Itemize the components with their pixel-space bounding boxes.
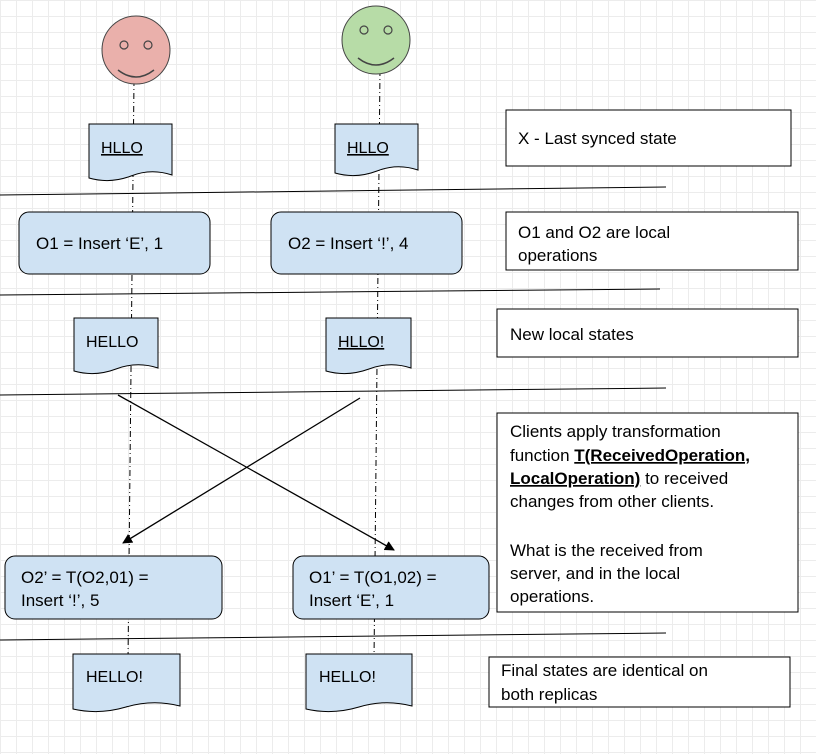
note-transform-line7: operations. [510,587,594,606]
note-local-ops-line2: operations [518,246,597,265]
client-2-face-icon [341,5,411,75]
note-transform-line6: server, and in the local [510,564,680,583]
note-transform-line4: changes from other clients. [510,492,714,511]
note-transform-line2a: function [510,446,574,465]
arrow-o2-to-client-1 [122,397,361,544]
doc-client-1-local-text: HELLO [86,334,138,351]
doc-client-2-local: HLLO! [325,317,412,375]
op-o2-text: O2 = Insert ‘!’, 4 [288,234,408,253]
note-transform-line3a: LocalOperation) [510,469,640,488]
doc-client-2-initial-text: HLLO [347,140,389,157]
note-transform-line3b: to received [640,469,728,488]
op-o1-transformed-box: O1’ = T(O1,02) = Insert ‘E’, 1 [292,555,490,620]
divider-3 [0,387,667,396]
client-1-face-icon [101,15,171,85]
doc-client-1-initial-text: HLLO [101,140,143,157]
note-transform-line3: LocalOperation) to received [510,469,728,488]
note-transform: Clients apply transformation function T(… [496,412,799,613]
divider-2 [0,288,661,296]
note-local-ops: O1 and O2 are local operations [505,211,799,271]
doc-client-1-final: HELLO! [72,653,181,713]
op-o2-box: O2 = Insert ‘!’, 4 [270,211,463,275]
doc-client-2-final-text: HELLO! [319,669,376,686]
op-o1-box: O1 = Insert ‘E’, 1 [18,211,211,275]
op-o2-transformed-line1: O2’ = T(O2,01) = [21,568,149,587]
op-o2-transformed-box: O2’ = T(O2,01) = Insert ‘!’, 5 [4,555,223,620]
note-final: Final states are identical on both repli… [488,656,791,708]
divider-1 [0,186,667,196]
divider-4 [0,632,667,641]
note-final-line2: both replicas [501,685,597,704]
arrow-o1-to-client-2 [117,394,395,551]
note-last-synced-text: X - Last synced state [518,129,677,148]
doc-client-1-final-text: HELLO! [86,669,143,686]
note-local-ops-line1: O1 and O2 are local [518,223,670,242]
op-o1-text: O1 = Insert ‘E’, 1 [36,234,163,253]
note-transform-line2: function T(ReceivedOperation, [510,446,750,465]
note-new-states: New local states [496,308,799,358]
note-transform-line5: What is the received from [510,541,703,560]
note-new-states-text: New local states [510,325,634,344]
op-o1-transformed-line2: Insert ‘E’, 1 [309,591,394,610]
note-transform-line2b: T(ReceivedOperation, [574,446,750,465]
op-o2-transformed-line2: Insert ‘!’, 5 [21,591,99,610]
op-o1-transformed-line1: O1’ = T(O1,02) = [309,568,437,587]
note-final-line1: Final states are identical on [501,661,708,680]
doc-client-2-initial: HLLO [334,123,419,177]
doc-client-1-initial: HLLO [88,123,173,182]
doc-client-2-final: HELLO! [305,653,413,713]
doc-client-1-local: HELLO [73,317,159,375]
note-last-synced: X - Last synced state [505,109,792,167]
note-transform-line1: Clients apply transformation [510,422,721,441]
doc-client-2-local-text: HLLO! [338,334,384,351]
